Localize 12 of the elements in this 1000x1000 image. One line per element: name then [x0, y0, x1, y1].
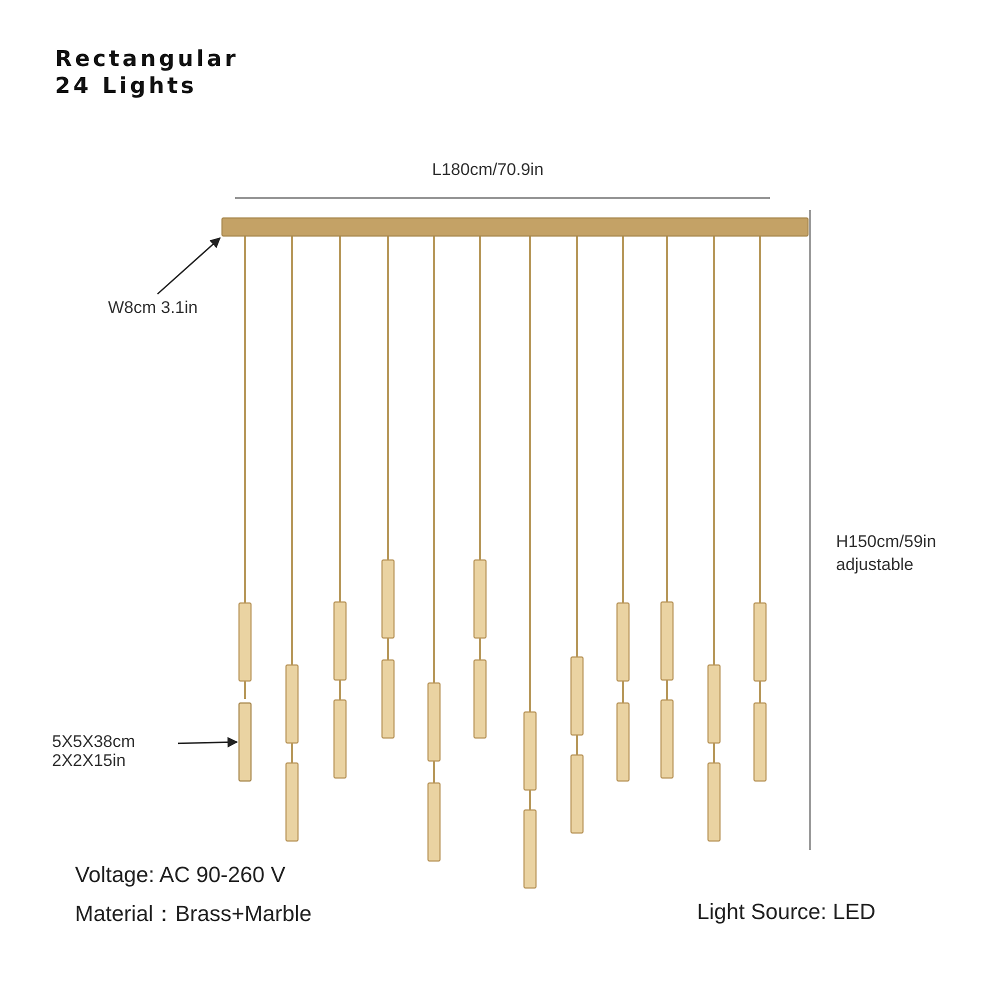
- leader-line: [157, 237, 221, 295]
- spec-text: Voltage: AC 90-260 V: [75, 862, 286, 888]
- spec-text: Material：Brass+Marble: [75, 900, 312, 928]
- title: Rectangular 24 Lights: [55, 46, 240, 100]
- dimension-label: 5X5X38cm 2X2X15in: [52, 732, 172, 770]
- ceiling-canopy: [221, 217, 809, 237]
- marble-pendant: [238, 702, 252, 782]
- dimension-label: H150cm/59in adjustable: [836, 531, 938, 576]
- dimension-label: W8cm 3.1in: [108, 298, 198, 317]
- leader-line: [178, 736, 238, 748]
- spec-text: Light Source: LED: [697, 899, 876, 925]
- dimension-label: L180cm/70.9in: [432, 160, 544, 180]
